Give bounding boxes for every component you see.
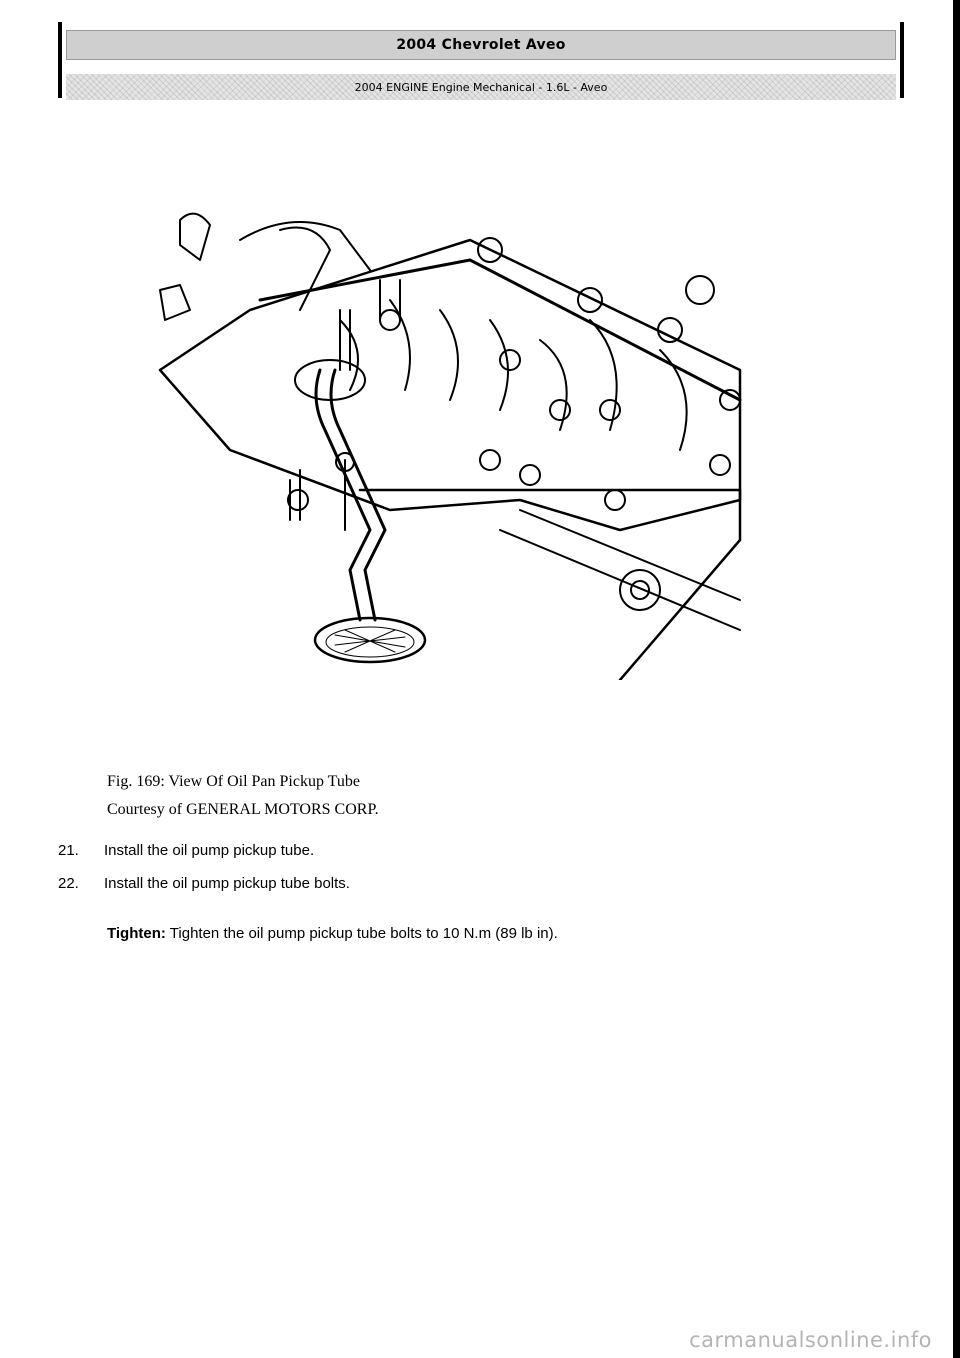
step-text: Install the oil pump pickup tube bolts. (104, 875, 350, 892)
page-header: 2004 Chevrolet Aveo 2004 ENGINE Engine M… (58, 22, 904, 100)
torque-text: Tighten the oil pump pickup tube bolts t… (169, 925, 558, 942)
site-watermark: carmanualsonline.info (689, 1328, 932, 1352)
figure-caption: Fig. 169: View Of Oil Pan Pickup Tube Co… (107, 768, 379, 824)
oil-pan-pickup-tube-illustration (158, 212, 742, 680)
torque-label: Tighten: (107, 925, 166, 942)
step-number: 22. (58, 875, 79, 892)
step-number: 21. (58, 842, 79, 859)
document-subtitle: 2004 ENGINE Engine Mechanical - 1.6L - A… (66, 74, 896, 100)
step-22: 22. Install the oil pump pickup tube bolt… (58, 875, 350, 892)
page-edge-bar (953, 0, 960, 1358)
step-text: Install the oil pump pickup tube. (104, 842, 315, 859)
caption-credit: Courtesy of GENERAL MOTORS CORP. (107, 801, 379, 818)
step-21: 21. Install the oil pump pickup tube. (58, 842, 314, 859)
torque-spec: Tighten: Tighten the oil pump pickup tub… (107, 925, 558, 942)
document-title: 2004 Chevrolet Aveo (66, 30, 896, 60)
caption-title: Fig. 169: View Of Oil Pan Pickup Tube (107, 773, 360, 790)
